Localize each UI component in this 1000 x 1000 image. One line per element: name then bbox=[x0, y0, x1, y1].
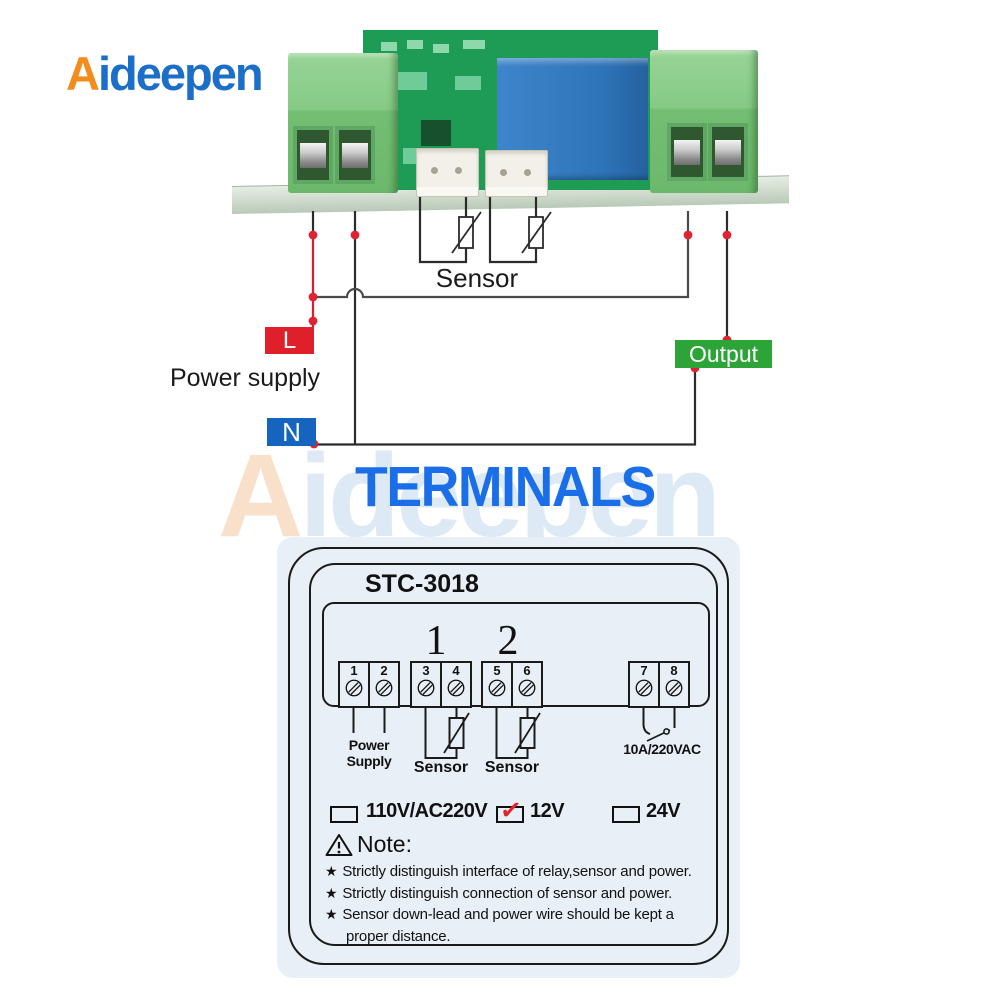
card-outer-border bbox=[288, 547, 729, 965]
terminal-group-sensor2: 5 6 bbox=[481, 661, 543, 708]
thermistor-diagonal bbox=[521, 211, 552, 254]
terminal-cell-8: 8 bbox=[660, 663, 688, 706]
note-line: ★Sensor down-lead and power wire should … bbox=[325, 906, 674, 923]
screw-icon bbox=[375, 679, 393, 697]
sensor-connector-1 bbox=[416, 148, 479, 197]
note-line: ★Strictly distinguish interface of relay… bbox=[325, 863, 692, 880]
neutral-tag: N bbox=[267, 418, 316, 446]
terminal-number: 4 bbox=[452, 663, 460, 678]
screw-icon bbox=[488, 679, 506, 697]
terminal-number: 5 bbox=[493, 663, 501, 678]
screw-metal bbox=[300, 143, 326, 168]
terminal-group-power: 1 2 bbox=[338, 661, 400, 708]
terminal-number: 8 bbox=[670, 663, 678, 678]
note-text: Strictly distinguish connection of senso… bbox=[342, 885, 673, 902]
watermark-a: A bbox=[218, 430, 303, 562]
screw-terminal bbox=[293, 126, 333, 184]
note-title: Note: bbox=[357, 831, 412, 857]
terminal-number: 6 bbox=[523, 663, 531, 678]
star-icon: ★ bbox=[325, 885, 338, 901]
voltage-label-24v: 24V bbox=[646, 800, 681, 822]
thermistor-diagonal bbox=[451, 211, 482, 254]
card-inner-border bbox=[309, 563, 718, 946]
sensor-label-2: Sensor bbox=[484, 759, 540, 776]
relay-rating-label: 10A/220VAC bbox=[623, 741, 701, 757]
channel-1-label: 1 bbox=[425, 618, 447, 664]
watermark-rest: ideepen bbox=[299, 430, 721, 562]
sensor-connector-2 bbox=[485, 150, 548, 197]
star-icon: ★ bbox=[325, 906, 338, 922]
connector-pin bbox=[431, 167, 438, 174]
screw-icon bbox=[518, 679, 536, 697]
connector-pin bbox=[455, 167, 462, 174]
terminal-cell-1: 1 bbox=[340, 663, 370, 706]
model-number: STC-3018 bbox=[365, 570, 479, 598]
terminal-number: 2 bbox=[380, 663, 388, 678]
terminal-cell-3: 3 bbox=[412, 663, 442, 706]
terminal-block-left bbox=[288, 53, 398, 193]
junction-dot bbox=[722, 230, 732, 240]
connector-pin bbox=[500, 169, 507, 176]
terminal-group-relay: 7 8 bbox=[628, 661, 690, 708]
power-supply-label-card: Power Supply bbox=[346, 737, 392, 769]
note-line: ★Strictly distinguish connection of sens… bbox=[325, 885, 672, 902]
note-text: Sensor down-lead and power wire should b… bbox=[342, 906, 674, 923]
screw-metal bbox=[674, 140, 700, 165]
voltage-label-110v: 110V/AC220V bbox=[366, 800, 488, 822]
sensor-label-top: Sensor bbox=[435, 263, 519, 293]
voltage-label-12v: 12V bbox=[530, 800, 565, 822]
thermistor-symbol bbox=[458, 216, 474, 249]
screw-terminal bbox=[667, 123, 707, 181]
junction-dot bbox=[308, 292, 318, 302]
terminal-cell-6: 6 bbox=[513, 663, 541, 706]
terminal-cell-4: 4 bbox=[442, 663, 470, 706]
note-text: Strictly distinguish interface of relay,… bbox=[342, 863, 692, 880]
section-title: TERMINALS bbox=[355, 455, 656, 519]
thermistor-symbol bbox=[528, 216, 544, 249]
output-tag: Output bbox=[675, 340, 772, 368]
brand-logo-rest: ideepen bbox=[97, 47, 264, 100]
terminal-cell-5: 5 bbox=[483, 663, 513, 706]
screw-icon bbox=[345, 679, 363, 697]
voltage-checkbox-12v: ✓ bbox=[496, 794, 524, 826]
line-tag: L bbox=[265, 327, 314, 354]
junction-dot bbox=[350, 230, 360, 240]
note-line-continued: proper distance. bbox=[346, 928, 451, 945]
screw-metal bbox=[715, 140, 741, 165]
voltage-checkbox-110v bbox=[330, 806, 358, 823]
screw-metal bbox=[342, 143, 368, 168]
screw-terminal bbox=[335, 126, 375, 184]
terminal-number: 3 bbox=[422, 663, 430, 678]
terminal-number: 1 bbox=[350, 663, 358, 678]
brand-watermark: Aideepen bbox=[218, 437, 721, 555]
terminal-group-sensor1: 3 4 bbox=[410, 661, 472, 708]
screw-icon bbox=[665, 679, 683, 697]
warning-icon bbox=[325, 834, 353, 856]
brand-logo: Aideepen bbox=[66, 47, 264, 100]
star-icon: ★ bbox=[325, 863, 338, 879]
screw-icon bbox=[417, 679, 435, 697]
junction-dot bbox=[308, 316, 318, 326]
channel-2-label: 2 bbox=[497, 618, 519, 664]
note-text: proper distance. bbox=[346, 928, 451, 945]
terminal-block-right bbox=[650, 50, 758, 193]
screw-icon bbox=[635, 679, 653, 697]
junction-dot bbox=[308, 230, 318, 240]
terminal-cell-7: 7 bbox=[630, 663, 660, 706]
screw-terminal bbox=[708, 123, 748, 181]
junction-dot bbox=[683, 230, 693, 240]
connector-pin bbox=[524, 169, 531, 176]
terminal-number: 7 bbox=[640, 663, 648, 678]
screw-icon bbox=[447, 679, 465, 697]
brand-logo-a: A bbox=[66, 47, 100, 100]
check-icon: ✓ bbox=[498, 793, 524, 827]
voltage-checkbox-24v bbox=[612, 806, 640, 823]
power-supply-label-top: Power supply bbox=[169, 364, 321, 392]
sensor-label-1: Sensor bbox=[413, 759, 469, 776]
terminal-cell-2: 2 bbox=[370, 663, 398, 706]
terminals-card bbox=[277, 537, 740, 978]
